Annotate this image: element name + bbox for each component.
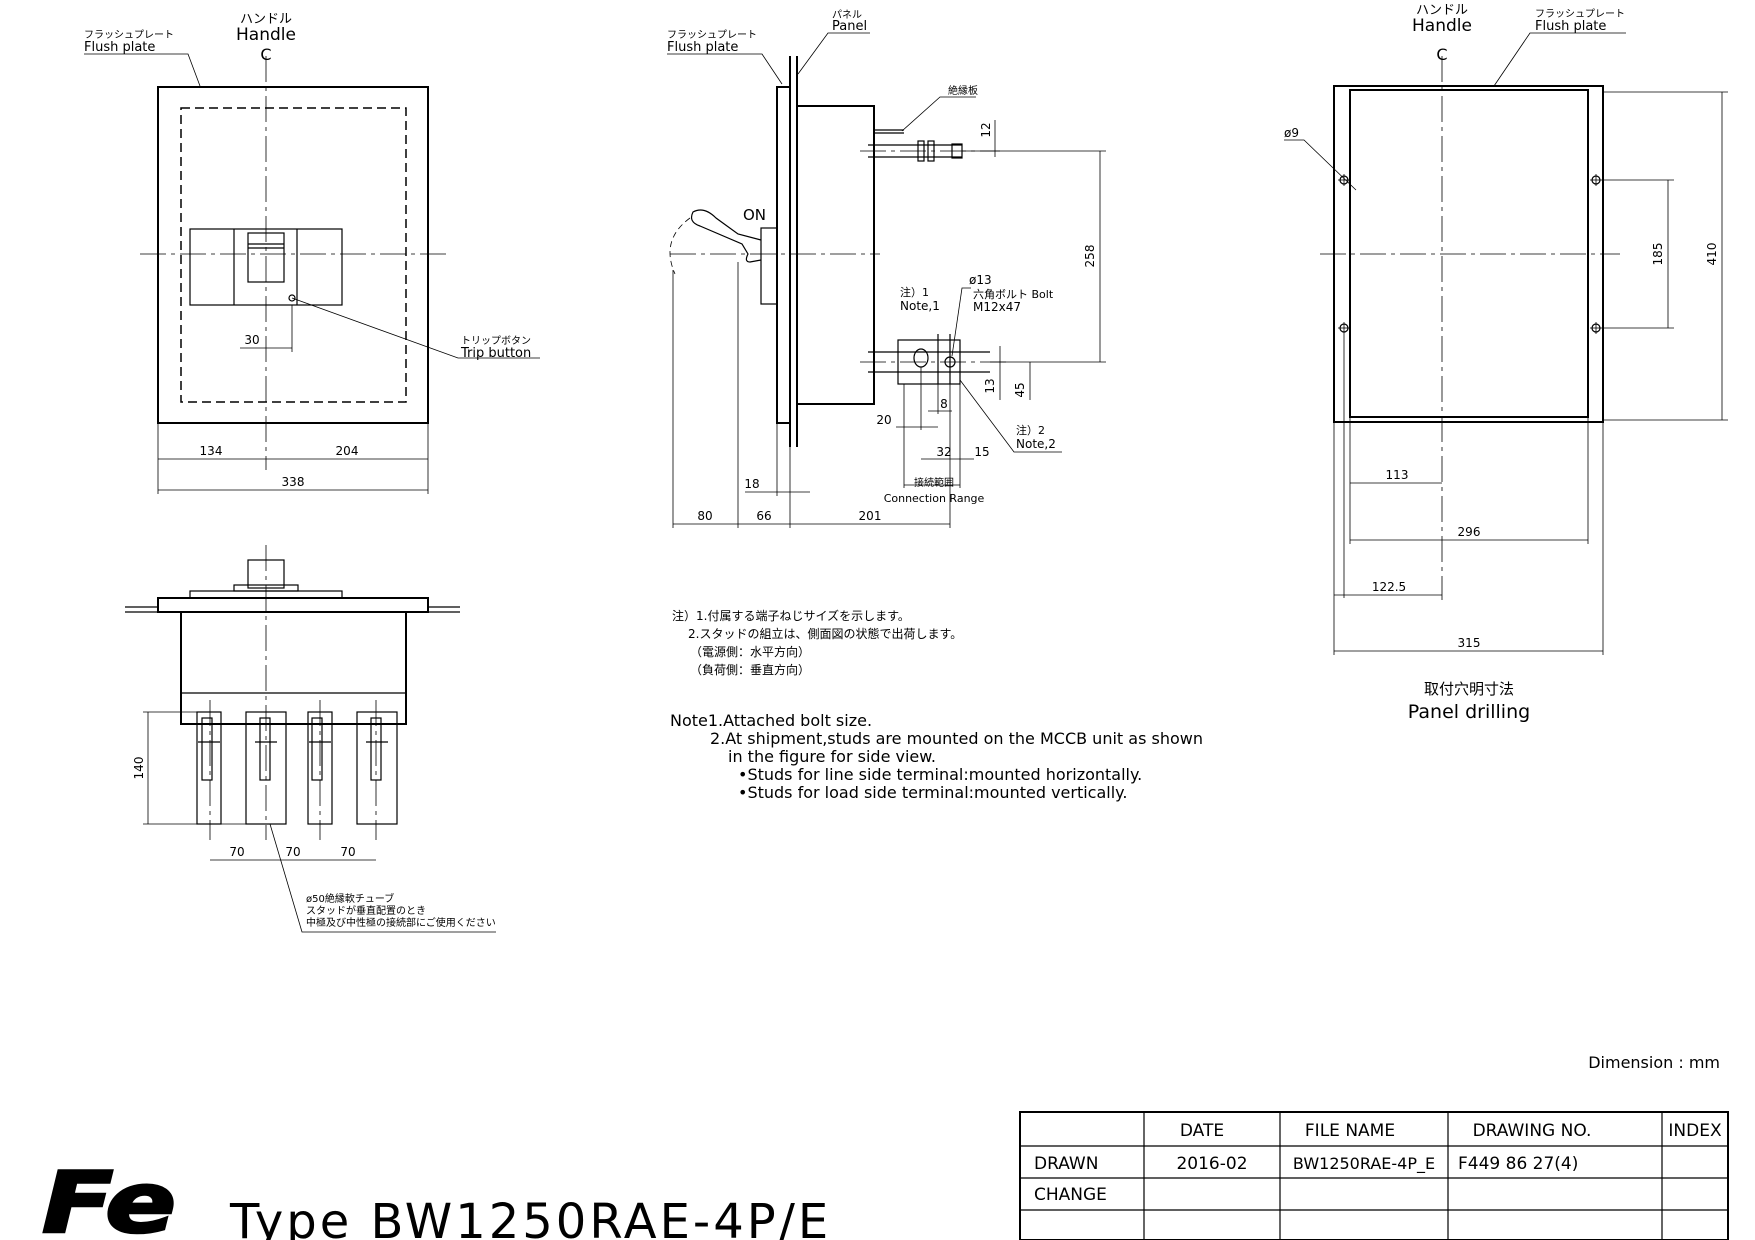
pd-title-en: Panel drilling bbox=[1408, 701, 1530, 723]
handle-jp-label: ハンドル bbox=[240, 12, 292, 27]
front-view: ハンドル Handle C フラッシュプレート Flush plate トリップ… bbox=[84, 12, 540, 494]
notes-block: 注）1.付属する端子ねじサイズを示します。 2.スタッドの組立は、側面図の状態で… bbox=[670, 608, 1203, 802]
dim-18: 18 bbox=[744, 477, 759, 491]
flush-plate-en-label: Flush plate bbox=[84, 40, 155, 55]
dim-296: 296 bbox=[1458, 525, 1481, 539]
pd-handle-jp: ハンドル bbox=[1416, 3, 1468, 18]
handle-en-label: Handle bbox=[236, 25, 296, 45]
tb-row-drawn-label: DRAWN bbox=[1034, 1154, 1098, 1174]
dim-140: 140 bbox=[132, 757, 146, 780]
side-breaker-body bbox=[796, 105, 875, 405]
title-block: DATE FILE NAME DRAWING NO. INDEX DRAWN 2… bbox=[1019, 1111, 1729, 1240]
panel-cutout-hidden bbox=[180, 107, 407, 403]
side-flush-plate bbox=[776, 86, 791, 424]
panel-jp-label: パネル bbox=[832, 9, 862, 21]
note-en-4: •Studs for line side terminal:mounted ho… bbox=[738, 765, 1142, 784]
pd-centerline-label: C bbox=[1436, 45, 1447, 64]
note-jp-2: 2.スタッドの組立は、側面図の状態で出荷します。 bbox=[688, 626, 962, 641]
dim-258: 258 bbox=[1083, 245, 1097, 268]
dim-45: 45 bbox=[1013, 382, 1027, 397]
dim-15: 15 bbox=[974, 445, 989, 459]
centerline-label: C bbox=[260, 45, 271, 64]
pd-handle-en: Handle bbox=[1412, 16, 1472, 36]
pd-flush-plate-jp: フラッシュプレート bbox=[1535, 8, 1625, 20]
tb-header-file-name: FILE NAME bbox=[1305, 1121, 1395, 1141]
tube-note-line2: スタッドが垂直配置のとき bbox=[306, 904, 426, 917]
note-en-2: 2.At shipment,studs are mounted on the M… bbox=[710, 729, 1203, 748]
note2-jp-label: 注）2 bbox=[1016, 423, 1045, 437]
note1-en-label: Note,1 bbox=[900, 299, 940, 313]
dim-30: 30 bbox=[244, 333, 259, 347]
dim-338: 338 bbox=[282, 475, 305, 489]
on-label: ON bbox=[743, 206, 766, 224]
tube-note-line1: ø50絶縁軟チューブ bbox=[306, 892, 394, 905]
bolt-jp-label: 六角ボルト Bolt bbox=[973, 288, 1054, 301]
tube-note-line3: 中極及び中性極の接続部にご使用ください bbox=[306, 916, 496, 929]
bolt-size-label: M12x47 bbox=[973, 300, 1021, 314]
dim-32: 32 bbox=[936, 445, 951, 459]
note1-jp-label: 注）1 bbox=[900, 285, 929, 299]
tb-row-drawn-date: 2016-02 bbox=[1176, 1154, 1247, 1174]
tb-header-date: DATE bbox=[1180, 1121, 1224, 1141]
tb-row-drawn-number: F449 86 27(4) bbox=[1458, 1154, 1578, 1174]
note-en-5: •Studs for load side terminal:mounted ve… bbox=[738, 783, 1127, 802]
brand-logo: Fe bbox=[41, 1153, 178, 1240]
dim-70-a: 70 bbox=[229, 845, 244, 859]
dim-204: 204 bbox=[336, 444, 359, 458]
title-block-frame bbox=[1019, 1111, 1729, 1240]
note-jp-3: （電源側：水平方向） bbox=[690, 644, 810, 659]
note-jp-1: 注）1.付属する端子ねじサイズを示します。 bbox=[672, 608, 910, 623]
side-view: フラッシュプレート Flush plate パネル Panel 絶縁板 ON bbox=[667, 9, 1106, 528]
flush-plate-jp-label: フラッシュプレート bbox=[84, 29, 174, 41]
type-label: Type BW1250RAE-4P/E bbox=[229, 1194, 831, 1240]
flush-plate-edge bbox=[157, 597, 429, 613]
dimension-unit: Dimension : mm bbox=[1588, 1053, 1720, 1072]
insulation-label: 絶縁板 bbox=[948, 84, 978, 97]
pd-flush-plate-en: Flush plate bbox=[1535, 19, 1606, 34]
dim-20: 20 bbox=[876, 413, 891, 427]
note-en-1: Note1.Attached bolt size. bbox=[670, 711, 872, 730]
dim-8: 8 bbox=[940, 397, 948, 411]
conn-range-en: Connection Range bbox=[884, 492, 985, 505]
side-flush-plate-en: Flush plate bbox=[667, 40, 738, 55]
dim-315: 315 bbox=[1458, 636, 1481, 650]
note-jp-4: （負荷側：垂直方向） bbox=[690, 662, 810, 677]
dim-70-b: 70 bbox=[285, 845, 300, 859]
side-handle-base bbox=[760, 227, 778, 305]
tb-header-index: INDEX bbox=[1668, 1121, 1722, 1141]
breaker-body bbox=[180, 611, 407, 725]
dim-66: 66 bbox=[756, 509, 771, 523]
trip-button-en-label: Trip button bbox=[460, 346, 531, 361]
note-en-3: in the figure for side view. bbox=[728, 747, 936, 766]
dim-134: 134 bbox=[200, 444, 223, 458]
tb-row-change-label: CHANGE bbox=[1034, 1185, 1107, 1205]
dim-122-5: 122.5 bbox=[1372, 580, 1406, 594]
side-flush-plate-jp: フラッシュプレート bbox=[667, 29, 757, 41]
dim-201: 201 bbox=[859, 509, 882, 523]
dim-185: 185 bbox=[1651, 243, 1665, 266]
conn-range-jp: 接続範囲 bbox=[914, 476, 954, 489]
dim-70-c: 70 bbox=[340, 845, 355, 859]
panel-en-label: Panel bbox=[832, 19, 867, 34]
tb-header-drawing-no: DRAWING NO. bbox=[1473, 1121, 1592, 1141]
dim-410: 410 bbox=[1705, 243, 1719, 266]
note2-en-label: Note,2 bbox=[1016, 437, 1056, 451]
hole-dia-label: ø9 bbox=[1284, 126, 1299, 140]
tb-row-drawn-file: BW1250RAE-4P_E bbox=[1293, 1154, 1435, 1174]
dim-12: 12 bbox=[979, 122, 993, 137]
trip-button-jp-label: トリップボタン bbox=[461, 335, 531, 347]
fe-logo-icon: Fe bbox=[42, 1154, 176, 1240]
dim-13: 13 bbox=[983, 378, 997, 393]
pd-cutout bbox=[1349, 89, 1589, 418]
trip-button-icon bbox=[288, 294, 296, 302]
panel-drilling-view: ハンドル Handle C フラッシュプレート Flush plate ø9 1… bbox=[1284, 3, 1728, 723]
dim-80: 80 bbox=[697, 509, 712, 523]
bottom-view: 140 70 70 70 ø50絶縁軟チューブ スタッドが垂直配置のとき 中極及… bbox=[125, 545, 496, 933]
bolt-dia-label: ø13 bbox=[969, 273, 992, 287]
flush-plate-outline bbox=[157, 86, 429, 424]
side-handle-lever bbox=[690, 209, 762, 263]
pd-title-jp: 取付穴明寸法 bbox=[1424, 680, 1514, 698]
dim-113: 113 bbox=[1386, 468, 1409, 482]
